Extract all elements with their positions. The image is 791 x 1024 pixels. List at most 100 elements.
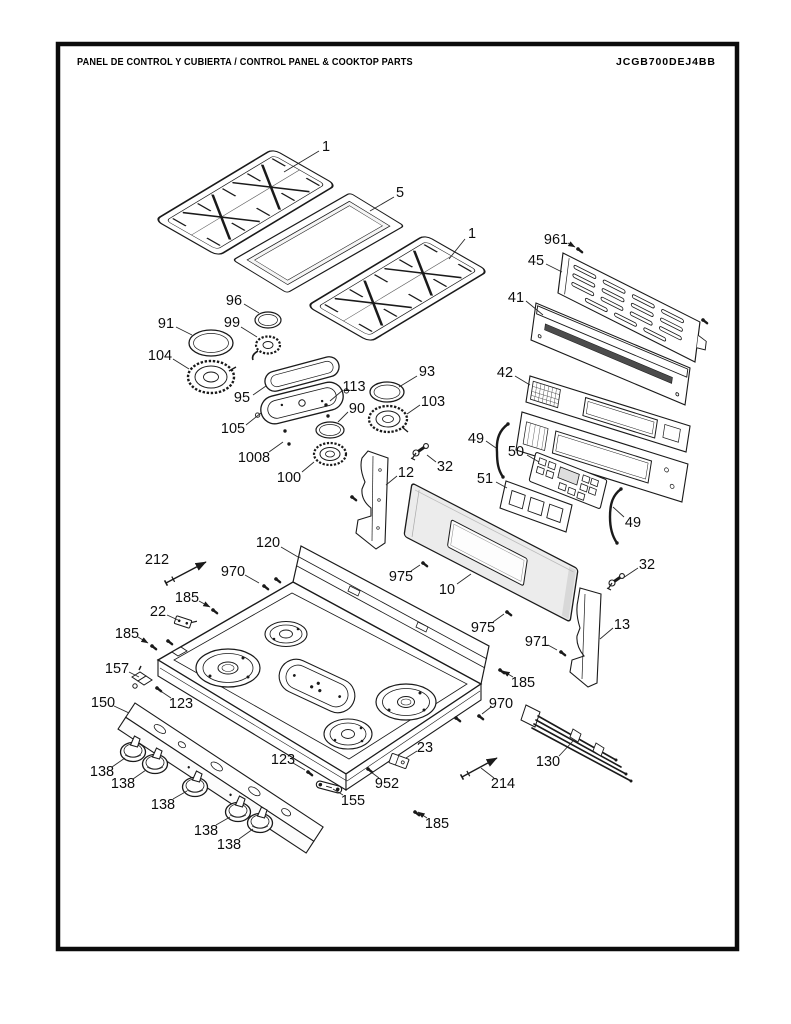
part-callout-99: 99: [224, 315, 258, 338]
page-title: PANEL DE CONTROL Y CUBIERTA / CONTROL PA…: [77, 56, 413, 68]
part-number-label: 45: [528, 253, 544, 269]
locator-dot: [324, 403, 328, 407]
part-callout-50: 50: [508, 444, 540, 463]
screw: [498, 668, 506, 675]
screw: [413, 810, 421, 817]
screw: [366, 767, 374, 774]
wire-harness-right-49: [608, 487, 623, 545]
bracket-23: [388, 753, 410, 769]
part-callout-185: 185: [115, 626, 149, 644]
part-callout-103: 103: [406, 394, 445, 415]
wire-harness-left-49: [495, 422, 510, 479]
part-callout-51: 51: [477, 471, 508, 489]
part-number-label: 214: [491, 776, 515, 792]
burner-opening-front-center: [323, 718, 373, 750]
part-callout-123: 123: [271, 752, 306, 771]
part-number-label: 185: [175, 590, 199, 606]
part-callout-975: 975: [389, 564, 421, 585]
manifold-pipe-assembly-130: [520, 704, 633, 783]
part-callout-138: 138: [111, 769, 147, 792]
part-callout-185: 185: [502, 670, 535, 691]
part-number-label: 138: [151, 797, 175, 813]
part-callout-138: 138: [194, 816, 231, 839]
part-number-label: 970: [221, 564, 245, 580]
rear-vent-panel-45: [557, 252, 707, 363]
part-number-label: 5: [396, 185, 404, 201]
part-number-label: 185: [115, 626, 139, 642]
part-number-label: 51: [477, 471, 493, 487]
burner-opening-right: [375, 683, 437, 721]
part-number-label: 96: [226, 293, 242, 309]
screw: [262, 584, 270, 591]
part-number-label: 120: [256, 535, 280, 551]
part-number-label: 961: [544, 232, 568, 248]
backsplash-trim-panel-41: [530, 302, 691, 406]
part-callout-130: 130: [536, 740, 574, 770]
part-number-label: 113: [342, 379, 365, 395]
part-number-label: 185: [511, 675, 535, 691]
part-number-label: 23: [417, 740, 433, 756]
bracket-32-right: [606, 573, 625, 591]
side-trim-right-13: [569, 587, 602, 688]
part-number-label: 93: [419, 364, 435, 380]
part-callout-113: 113: [329, 379, 366, 402]
part-number-label: 22: [150, 604, 166, 620]
part-callout-23: 23: [405, 740, 433, 759]
bracket-22: [173, 615, 198, 629]
part-callout-952: 952: [370, 771, 399, 792]
part-number-label: 103: [421, 394, 445, 410]
part-callout-185: 185: [417, 811, 449, 832]
part-callout-975: 975: [471, 613, 505, 636]
part-callout-214: 214: [480, 767, 515, 792]
part-number-label: 155: [341, 793, 365, 809]
part-number-label: 10: [439, 582, 455, 598]
part-number-label: 41: [508, 290, 524, 306]
part-callout-22: 22: [150, 604, 179, 621]
part-number-label: 138: [194, 823, 218, 839]
part-number-label: 90: [349, 401, 365, 417]
part-number-label: 157: [105, 661, 129, 677]
burner-opening-center-oval: [278, 658, 356, 714]
screw: [274, 577, 282, 584]
burner-104: [186, 359, 237, 395]
part-number-label: 1008: [238, 450, 270, 466]
oval-burner-cap-95: [264, 356, 340, 392]
burner-head-99: [251, 335, 282, 361]
griddle: [233, 193, 404, 293]
burner-cap-96: [254, 311, 282, 329]
part-number-label: 123: [271, 752, 295, 768]
burner-cap-91: [188, 329, 234, 357]
part-callout-138: 138: [217, 828, 254, 853]
part-number-label: 185: [425, 816, 449, 832]
part-number-label: 13: [614, 617, 630, 633]
part-callout-1: 1: [283, 139, 330, 173]
part-number-label: 975: [389, 569, 413, 585]
part-callout-91: 91: [158, 316, 193, 336]
control-panel-10: [403, 483, 579, 622]
part-number-label: 100: [277, 470, 301, 486]
part-callout-1: 1: [448, 226, 476, 260]
part-callout-95: 95: [234, 385, 267, 406]
screw: [559, 650, 567, 657]
locator-dot: [283, 429, 287, 433]
control-board-50: [528, 452, 608, 509]
long-screw: [459, 757, 498, 781]
bracket-32-left: [410, 443, 429, 461]
screw: [150, 644, 158, 651]
part-callout-42: 42: [497, 365, 531, 386]
screw: [421, 561, 429, 568]
part-callout-1008: 1008: [238, 441, 284, 466]
screw: [350, 495, 358, 502]
part-number-label: 952: [375, 776, 399, 792]
part-callout-138: 138: [90, 757, 126, 780]
part-number-label: 975: [471, 620, 495, 636]
part-callout-10: 10: [439, 573, 472, 598]
part-callout-961: 961: [544, 232, 576, 248]
part-number-label: 32: [437, 459, 453, 475]
part-callout-157: 157: [105, 661, 140, 678]
part-number-label: 50: [508, 444, 524, 460]
part-number-label: 32: [639, 557, 655, 573]
burner-103: [367, 404, 409, 434]
locator-dot: [326, 414, 330, 418]
